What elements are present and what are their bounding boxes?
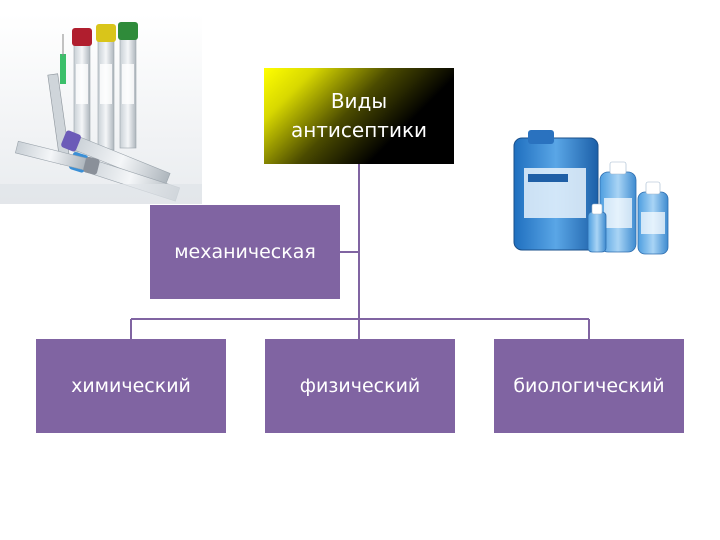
node-chemical: химический xyxy=(36,339,226,433)
node-chemical-label: химический xyxy=(71,375,191,397)
node-mechanical: механическая xyxy=(150,205,340,299)
antiseptic-bottles-photo xyxy=(513,130,669,255)
node-biological: биологический xyxy=(494,339,684,433)
diagram-title-box: Виды антисептики xyxy=(264,68,454,164)
node-physical-label: физический xyxy=(299,375,421,397)
node-mechanical-label: механическая xyxy=(174,241,316,263)
test-tubes-photo xyxy=(0,14,202,204)
node-biological-label: биологический xyxy=(513,375,665,397)
diagram-title: Виды антисептики xyxy=(290,89,428,142)
node-physical: физический xyxy=(265,339,455,433)
